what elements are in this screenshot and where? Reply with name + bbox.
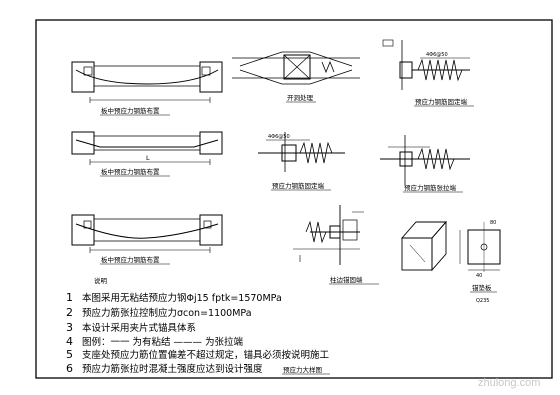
- opening-detail: 开洞处理: [232, 51, 360, 103]
- note-5-text: 支座处预应力筋位置偏差不超过规定，锚具必须按说明施工: [82, 349, 330, 361]
- note-3-text: 本设计采用夹片式锚具体系: [82, 322, 196, 334]
- note-6-number: 6: [66, 362, 73, 375]
- sheet-border: [35, 19, 553, 379]
- note-6-text: 预应力筋张拉时混凝土强度应达到设计强度: [82, 363, 263, 375]
- beam-elevation-2: L 板中预应力钢筋布置: [71, 131, 223, 177]
- anchor-plate-caption: 锚垫板: [472, 283, 492, 292]
- beam2-caption: 板中预应力钢筋布置: [101, 167, 160, 176]
- tension-anchor-a: 4Φ6@50 预应力钢筋固定端: [258, 132, 345, 191]
- watermark: zhulong.com: [478, 377, 540, 389]
- beam3-caption: 板中预应力钢筋布置: [101, 255, 160, 264]
- beam-elevation-3: 板中预应力钢筋布置: [71, 214, 223, 265]
- note-1-text: 本图采用无粘结预应力钢Φj15 fptk=1570MPa: [82, 292, 282, 304]
- fixed-anchor-caption: 预应力钢筋固定端: [415, 97, 468, 106]
- dim-80-label: 80: [490, 220, 496, 226]
- column-detail-caption: 柱边锚固端: [330, 275, 363, 284]
- dim-40-label: 40: [476, 273, 482, 279]
- note-3-number: 3: [66, 321, 73, 334]
- anchor-plate-detail: 40 80 锚垫板 Q235: [459, 220, 501, 304]
- plate-grade-label: Q235: [476, 298, 489, 304]
- tension-anchor-b: 预应力钢筋张拉端: [380, 135, 470, 193]
- spiral-label-1: 4Φ6@50: [426, 52, 448, 58]
- sheet-title: 预应力大样图: [283, 365, 322, 374]
- note-1-number: 1: [66, 291, 73, 304]
- note-4-text: 图例：一一 为有粘结 ——— 为张拉端: [82, 336, 244, 348]
- note-2-text: 预应力筋张拉控制应力σcon=1100MPa: [82, 307, 252, 319]
- column-edge-detail: 柱边锚固端: [293, 205, 379, 285]
- spiral-label-2: 4Φ6@50: [268, 134, 290, 140]
- note-2-number: 2: [66, 306, 73, 319]
- opening-caption: 开洞处理: [287, 93, 314, 102]
- note-4-number: 4: [66, 335, 73, 348]
- isometric-block: [401, 220, 447, 272]
- tension-anchor-b-caption: 预应力钢筋张拉端: [404, 183, 457, 192]
- tension-anchor-a-caption: 预应力钢筋固定端: [272, 181, 325, 190]
- beam-elevation-1: 板中预应力钢筋布置: [71, 61, 223, 116]
- notes-title: 说明: [94, 276, 108, 285]
- notes-block: 说明 1 本图采用无粘结预应力钢Φj15 fptk=1570MPa 2 预应力筋…: [66, 276, 330, 375]
- note-5-number: 5: [66, 348, 73, 361]
- fixed-anchor-detail: 4Φ6@50 预应力钢筋固定端: [382, 39, 474, 107]
- beam1-caption: 板中预应力钢筋布置: [101, 106, 160, 115]
- length-label: L: [146, 154, 150, 162]
